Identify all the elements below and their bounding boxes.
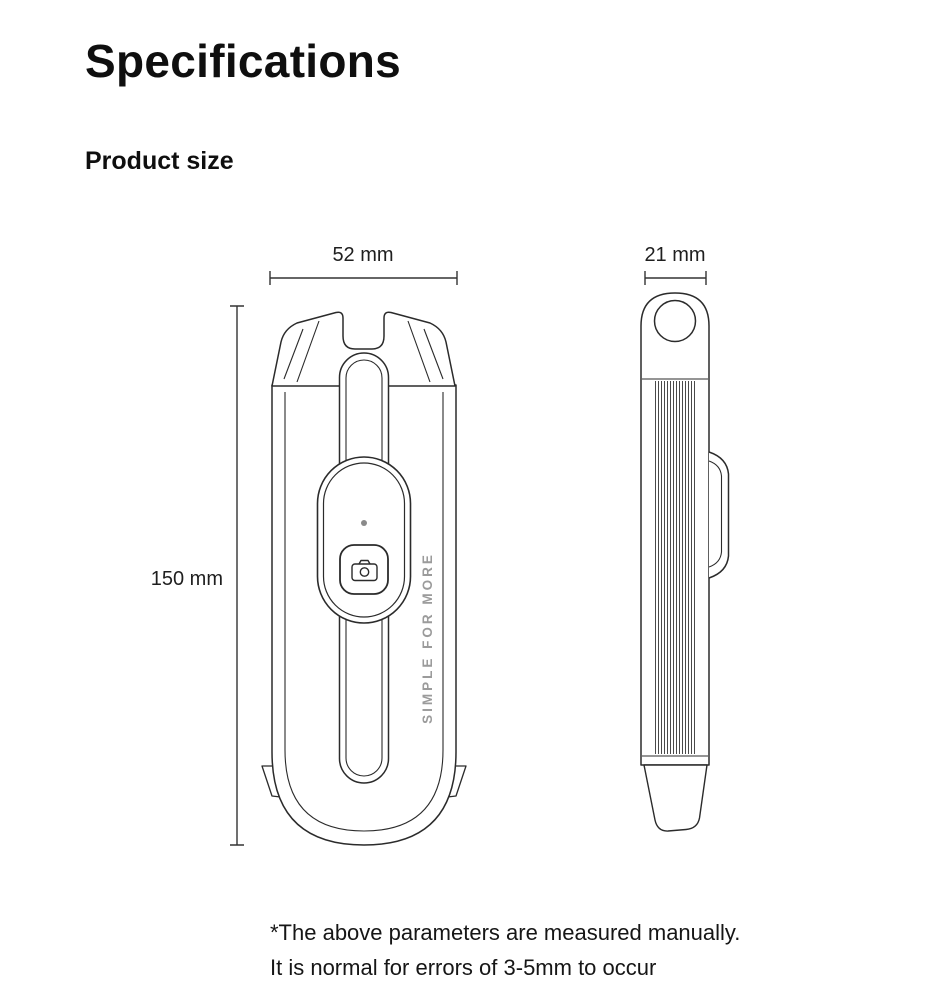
- side-body-outline: [640, 292, 710, 766]
- side-grip-hatch: [655, 381, 695, 754]
- dimension-line-side-depth: [644, 271, 707, 285]
- dimension-line-front-height: [230, 305, 244, 846]
- dimension-labels: 52 mm 21 mm 150 mm: [151, 244, 706, 590]
- section-heading: Product size: [85, 147, 234, 175]
- front-clamp-outline: [271, 311, 456, 387]
- front-clamp-facets: [283, 320, 444, 383]
- engraving-text: SIMPLE FOR MORE: [420, 552, 435, 724]
- front-inner-dome-arc: [284, 749, 444, 832]
- control-pill-inner: [322, 462, 406, 618]
- front-width-label: 52 mm: [332, 244, 393, 266]
- side-top-ring: [653, 299, 697, 343]
- front-height-label: 150 mm: [151, 568, 223, 590]
- side-button-protrusion-inner: [708, 460, 723, 568]
- control-pill-outer: [316, 456, 412, 624]
- side-separators: [642, 378, 708, 757]
- footnote-line-2: It is normal for errors of 3-5mm to occu…: [270, 954, 657, 980]
- side-foot: [643, 764, 708, 832]
- side-button-protrusion-outer: [708, 451, 730, 579]
- side-view-drawing: [640, 292, 730, 832]
- side-depth-label: 21 mm: [644, 244, 705, 266]
- camera-icon: [351, 559, 378, 582]
- footnote-line-1: *The above parameters are measured manua…: [270, 920, 741, 945]
- dimension-lines: [230, 271, 707, 846]
- shutter-button: [339, 544, 389, 595]
- dimension-line-front-width: [269, 271, 458, 285]
- front-inner-edges: [284, 392, 444, 750]
- footnote: *The above parameters are measured manua…: [270, 916, 740, 986]
- front-view-drawing: SIMPLE FOR MORE: [261, 311, 467, 846]
- led-indicator: [361, 520, 367, 526]
- page-title: Specifications: [85, 35, 402, 87]
